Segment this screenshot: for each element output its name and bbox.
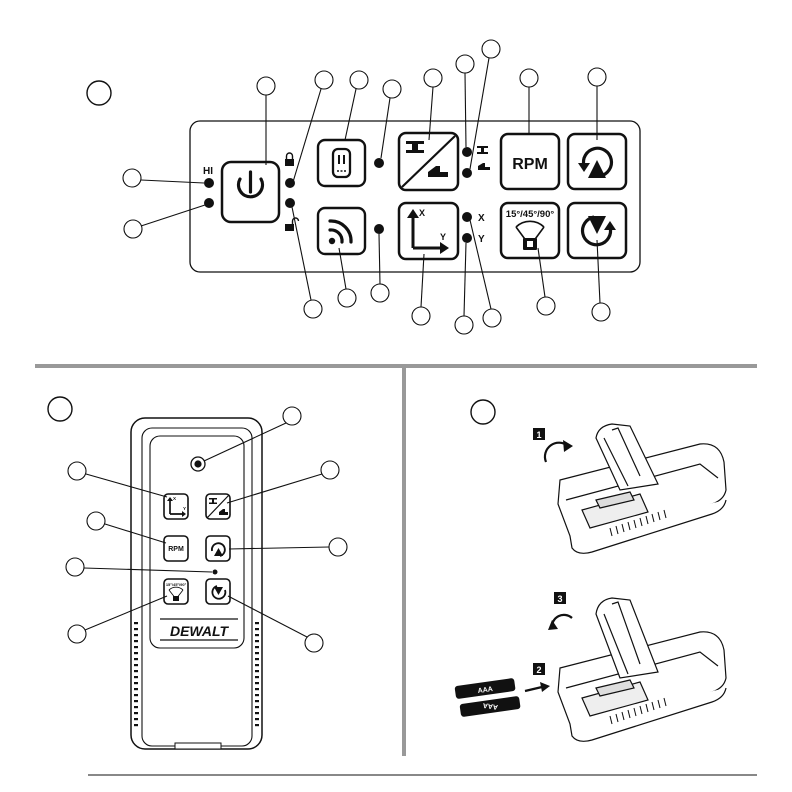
remote-rotate-right-button[interactable] (206, 579, 230, 604)
axis-button[interactable]: X Y (399, 203, 458, 259)
callout-remote-rotate-right (305, 634, 323, 652)
x-led-label: X (478, 213, 485, 224)
callout-rotate-right (592, 303, 610, 321)
hi-label: HI (203, 166, 213, 177)
callout-hi-led (123, 169, 141, 187)
scan-angle-label: 15°/45°/90° (506, 209, 555, 220)
remote-led (213, 570, 218, 575)
remote-rotate-left-button[interactable] (206, 536, 230, 561)
remote-x-label: X (173, 496, 176, 501)
callout-axis (412, 307, 430, 325)
remote-axis-button[interactable]: X Y (164, 494, 188, 519)
callout-tilted-led (482, 40, 500, 58)
signal-icon (329, 238, 335, 244)
battery-2: AAA (459, 696, 520, 717)
insert-arrow-icon (525, 687, 542, 691)
axis-y-label: Y (440, 232, 446, 242)
remote-rpm-button[interactable]: RPM (164, 536, 188, 561)
remote-line-mode-button[interactable] (206, 494, 230, 519)
callout-remote-rotate-left (329, 538, 347, 556)
step-2: 2 (525, 663, 550, 692)
line-mode-button[interactable] (399, 133, 458, 190)
remote-scan-angle-label: 15°/45°/90° (166, 582, 187, 587)
remote-y-label: Y (183, 506, 186, 511)
horizontal-divider (35, 364, 757, 368)
step-3: 3 (548, 592, 572, 630)
step-1: 1 (533, 428, 573, 462)
figure-callout-b (48, 397, 72, 421)
step-2-number: 2 (536, 665, 541, 675)
remote-close-illustration (558, 598, 726, 741)
scan-button[interactable] (318, 208, 365, 254)
callout-lock (315, 71, 333, 89)
remote-pair-button[interactable] (318, 140, 365, 186)
y-led-label: Y (478, 234, 485, 245)
callout-upright-led (456, 55, 474, 73)
callout-remote-line-mode (321, 461, 339, 479)
brand-logo: DEWALT (160, 619, 238, 640)
callout-rpm (520, 69, 538, 87)
remote-scan-angle-button[interactable]: 15°/45°/90° (164, 579, 188, 604)
y-led (462, 233, 472, 243)
callout-remote-led (66, 558, 84, 576)
upright-led (462, 147, 472, 157)
callout-x-led (483, 309, 501, 327)
callout-rotate-left (588, 68, 606, 86)
callout-unlock (304, 300, 322, 318)
callout-pair (350, 71, 368, 89)
remote-bottom-tab (175, 743, 221, 749)
axis-x-label: X (419, 208, 425, 218)
rpm-button[interactable]: RPM (501, 134, 559, 189)
remote-icon (333, 149, 350, 177)
scan-angle-button[interactable]: 15°/45°/90° (501, 203, 559, 258)
callout-y-led (455, 316, 473, 334)
callout-remote-scan-angle (68, 625, 86, 643)
remote-open-illustration (558, 424, 726, 553)
unlock-led (285, 198, 295, 208)
hi-led (204, 178, 214, 188)
figure-callout-a (87, 81, 111, 105)
rotate-left-button[interactable] (568, 134, 626, 189)
callout-line-mode (424, 69, 442, 87)
vertical-divider (402, 368, 406, 756)
step-1-number: 1 (536, 430, 541, 440)
battery-section: 1 3 (454, 400, 726, 741)
callout-scan-led (371, 284, 389, 302)
tilted-led (462, 168, 472, 178)
callout-remote-axis (68, 462, 86, 480)
callout-scan (338, 289, 356, 307)
battery-1: AAA (454, 678, 515, 699)
callout-remote-rpm (87, 512, 105, 530)
remote-rpm-label: RPM (168, 546, 184, 553)
pair-led (374, 158, 384, 168)
scan-led (374, 224, 384, 234)
figure-callout-c (471, 400, 495, 424)
callout-power (257, 77, 275, 95)
control-panel-section: HI (87, 40, 640, 334)
callout-ir (283, 407, 301, 425)
brand-name: DEWALT (170, 623, 230, 639)
callout-lo-led (124, 220, 142, 238)
callout-scan-angle (537, 297, 555, 315)
step-3-number: 3 (557, 594, 562, 604)
remote-section: X Y RPM 15°/45°/90° (48, 397, 347, 749)
rpm-label: RPM (512, 156, 548, 173)
callout-pair-led (383, 80, 401, 98)
lo-led (204, 198, 214, 208)
power-button[interactable] (222, 162, 279, 222)
